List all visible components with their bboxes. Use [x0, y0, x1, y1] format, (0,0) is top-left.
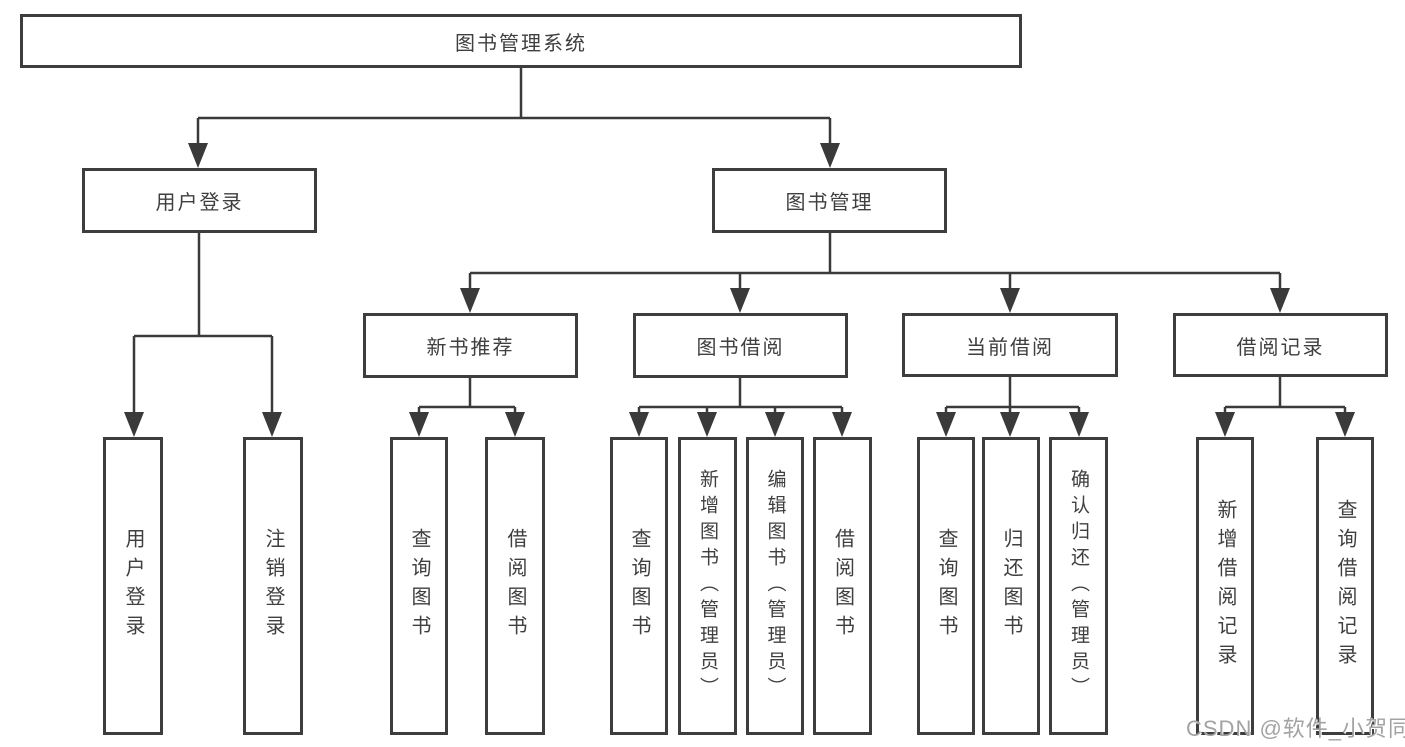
node-new-book-recommendation: 新书推荐 [363, 313, 578, 378]
leaf-edit-books-admin-label: 编辑图书（管理员） [764, 469, 786, 703]
leaf-query-books-borrowing-label: 查询图书 [628, 528, 650, 644]
leaf-confirm-return-admin: 确认归还（管理员） [1049, 437, 1108, 735]
leaf-query-books-borrowing: 查询图书 [610, 437, 668, 735]
node-book-borrowing-label: 图书借阅 [696, 337, 785, 359]
leaf-return-books-label: 归还图书 [1000, 528, 1022, 644]
leaf-edit-books-admin: 编辑图书（管理员） [746, 437, 804, 735]
leaf-logout-label: 注销登录 [262, 528, 284, 644]
leaf-user-login-label: 用户登录 [122, 528, 144, 644]
node-user-login: 用户登录 [82, 168, 317, 233]
leaf-add-borrow-record: 新增借阅记录 [1196, 437, 1254, 735]
leaf-query-borrow-record-label: 查询借阅记录 [1334, 499, 1356, 673]
leaf-query-books-recommend: 查询图书 [390, 437, 448, 735]
leaf-add-books-admin: 新增图书（管理员） [678, 437, 737, 735]
leaf-borrow-books-recommend-label: 借阅图书 [504, 528, 526, 644]
leaf-borrow-books-borrowing-label: 借阅图书 [831, 528, 854, 644]
leaf-borrow-books-borrowing: 借阅图书 [813, 437, 872, 735]
leaf-add-books-admin-label: 新增图书（管理员） [697, 469, 718, 703]
arrowheads [124, 143, 1355, 437]
watermark: CSDN @软件_小贺同学 [1186, 716, 1405, 741]
node-root: 图书管理系统 [20, 14, 1022, 68]
leaf-borrow-books-recommend: 借阅图书 [485, 437, 545, 735]
node-new-book-recommendation-label: 新书推荐 [426, 337, 515, 359]
leaf-query-books-current-label: 查询图书 [935, 528, 957, 644]
leaf-user-login: 用户登录 [103, 437, 163, 735]
node-current-borrowing-label: 当前借阅 [966, 336, 1054, 359]
leaf-query-books-current: 查询图书 [917, 437, 975, 735]
node-root-label: 图书管理系统 [455, 32, 587, 55]
node-book-management-label: 图书管理 [785, 192, 874, 214]
leaf-add-borrow-record-label: 新增借阅记录 [1214, 499, 1236, 673]
leaf-query-borrow-record: 查询借阅记录 [1316, 437, 1374, 735]
node-user-login-label: 用户登录 [155, 192, 244, 214]
node-current-borrowing: 当前借阅 [902, 313, 1118, 377]
leaf-return-books: 归还图书 [982, 437, 1040, 735]
node-book-management: 图书管理 [712, 168, 947, 233]
node-borrowing-records: 借阅记录 [1173, 313, 1388, 377]
node-book-borrowing: 图书借阅 [633, 313, 848, 378]
leaf-query-books-recommend-label: 查询图书 [408, 528, 430, 644]
leaf-confirm-return-admin-label: 确认归还（管理员） [1068, 469, 1089, 703]
node-borrowing-records-label: 借阅记录 [1236, 336, 1325, 359]
leaf-logout: 注销登录 [243, 437, 303, 735]
